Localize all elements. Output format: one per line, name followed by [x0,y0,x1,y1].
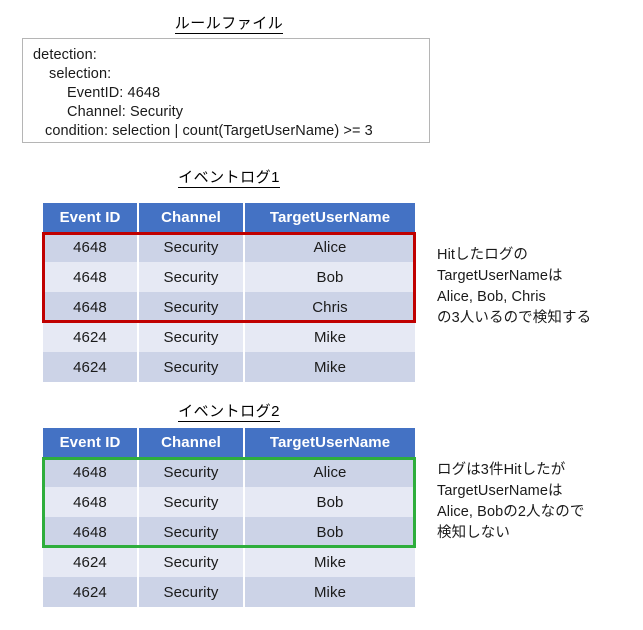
annotation-log-1-line-3: Alice, Bob, Chris [437,289,546,305]
cell-targetusername: Alice [244,457,415,487]
column-header-channel: Channel [138,203,245,232]
rule-line-detection: detection: [33,47,97,63]
annotation-log-1-line-2: TargetUserNameは [437,268,563,284]
cell-targetusername: Mike [244,577,415,607]
column-header-targetusername: TargetUserName [244,428,415,457]
table-row: 4624 Security Mike [43,352,415,382]
annotation-log-2-line-1: ログは3件Hitしたが [437,462,566,478]
event-log-2-table: Event ID Channel TargetUserName 4648 Sec… [43,428,415,607]
table-row: 4648 Security Bob [43,262,415,292]
rule-line-selection: selection: [49,66,112,82]
event-log-2-title-text: イベントログ2 [178,403,280,422]
cell-channel: Security [138,487,245,517]
cell-channel: Security [138,262,245,292]
cell-event-id: 4624 [43,577,139,607]
annotation-log-2-line-4: 検知しない [437,525,510,541]
annotation-log-1-line-1: Hitしたログの [437,247,529,263]
cell-event-id: 4624 [43,322,139,352]
column-header-channel: Channel [138,428,245,457]
table-row: 4624 Security Mike [43,577,415,607]
table-row: 4648 Security Bob [43,517,415,547]
cell-targetusername: Mike [244,352,415,382]
event-log-1-title-text: イベントログ1 [178,169,280,188]
table-row: 4648 Security Chris [43,292,415,322]
rule-file-title: ルールファイル [43,14,415,34]
cell-channel: Security [138,352,245,382]
cell-event-id: 4648 [43,517,139,547]
cell-event-id: 4648 [43,232,139,262]
cell-event-id: 4624 [43,547,139,577]
rule-line-channel: Channel: Security [67,104,184,120]
annotation-log-2: ログは3件Hitしたが TargetUserNameは Alice, Bobの2… [437,460,637,544]
annotation-log-1: Hitしたログの TargetUserNameは Alice, Bob, Chr… [437,245,637,329]
cell-event-id: 4648 [43,457,139,487]
cell-channel: Security [138,232,245,262]
annotation-log-2-line-3: Alice, Bobの2人なので [437,504,585,520]
table-row: 4648 Security Alice [43,232,415,262]
column-header-targetusername: TargetUserName [244,203,415,232]
cell-targetusername: Bob [244,487,415,517]
table-header-row: Event ID Channel TargetUserName [43,428,415,457]
cell-targetusername: Bob [244,517,415,547]
cell-channel: Security [138,457,245,487]
annotation-log-2-line-2: TargetUserNameは [437,483,563,499]
rule-line-eventid: EventID: 4648 [67,85,161,101]
column-header-event-id: Event ID [43,203,139,232]
cell-channel: Security [138,322,245,352]
cell-targetusername: Mike [244,547,415,577]
event-log-2-title: イベントログ2 [43,402,415,422]
event-log-1-title: イベントログ1 [43,168,415,188]
cell-event-id: 4648 [43,262,139,292]
cell-channel: Security [138,292,245,322]
cell-targetusername: Alice [244,232,415,262]
rule-file-box: detection: selection: EventID: 4648 Chan… [22,38,430,143]
event-log-1-table: Event ID Channel TargetUserName 4648 Sec… [43,203,415,382]
table-header-row: Event ID Channel TargetUserName [43,203,415,232]
rule-file-title-text: ルールファイル [174,15,284,34]
rule-line-condition: condition: selection | count(TargetUserN… [45,123,373,139]
cell-event-id: 4648 [43,292,139,322]
cell-event-id: 4648 [43,487,139,517]
column-header-event-id: Event ID [43,428,139,457]
cell-targetusername: Chris [244,292,415,322]
table-row: 4624 Security Mike [43,547,415,577]
table-row: 4648 Security Bob [43,487,415,517]
cell-targetusername: Bob [244,262,415,292]
table-row: 4624 Security Mike [43,322,415,352]
cell-channel: Security [138,577,245,607]
table-row: 4648 Security Alice [43,457,415,487]
annotation-log-1-line-4: の3人いるので検知する [437,310,592,326]
cell-channel: Security [138,547,245,577]
cell-targetusername: Mike [244,322,415,352]
cell-event-id: 4624 [43,352,139,382]
cell-channel: Security [138,517,245,547]
